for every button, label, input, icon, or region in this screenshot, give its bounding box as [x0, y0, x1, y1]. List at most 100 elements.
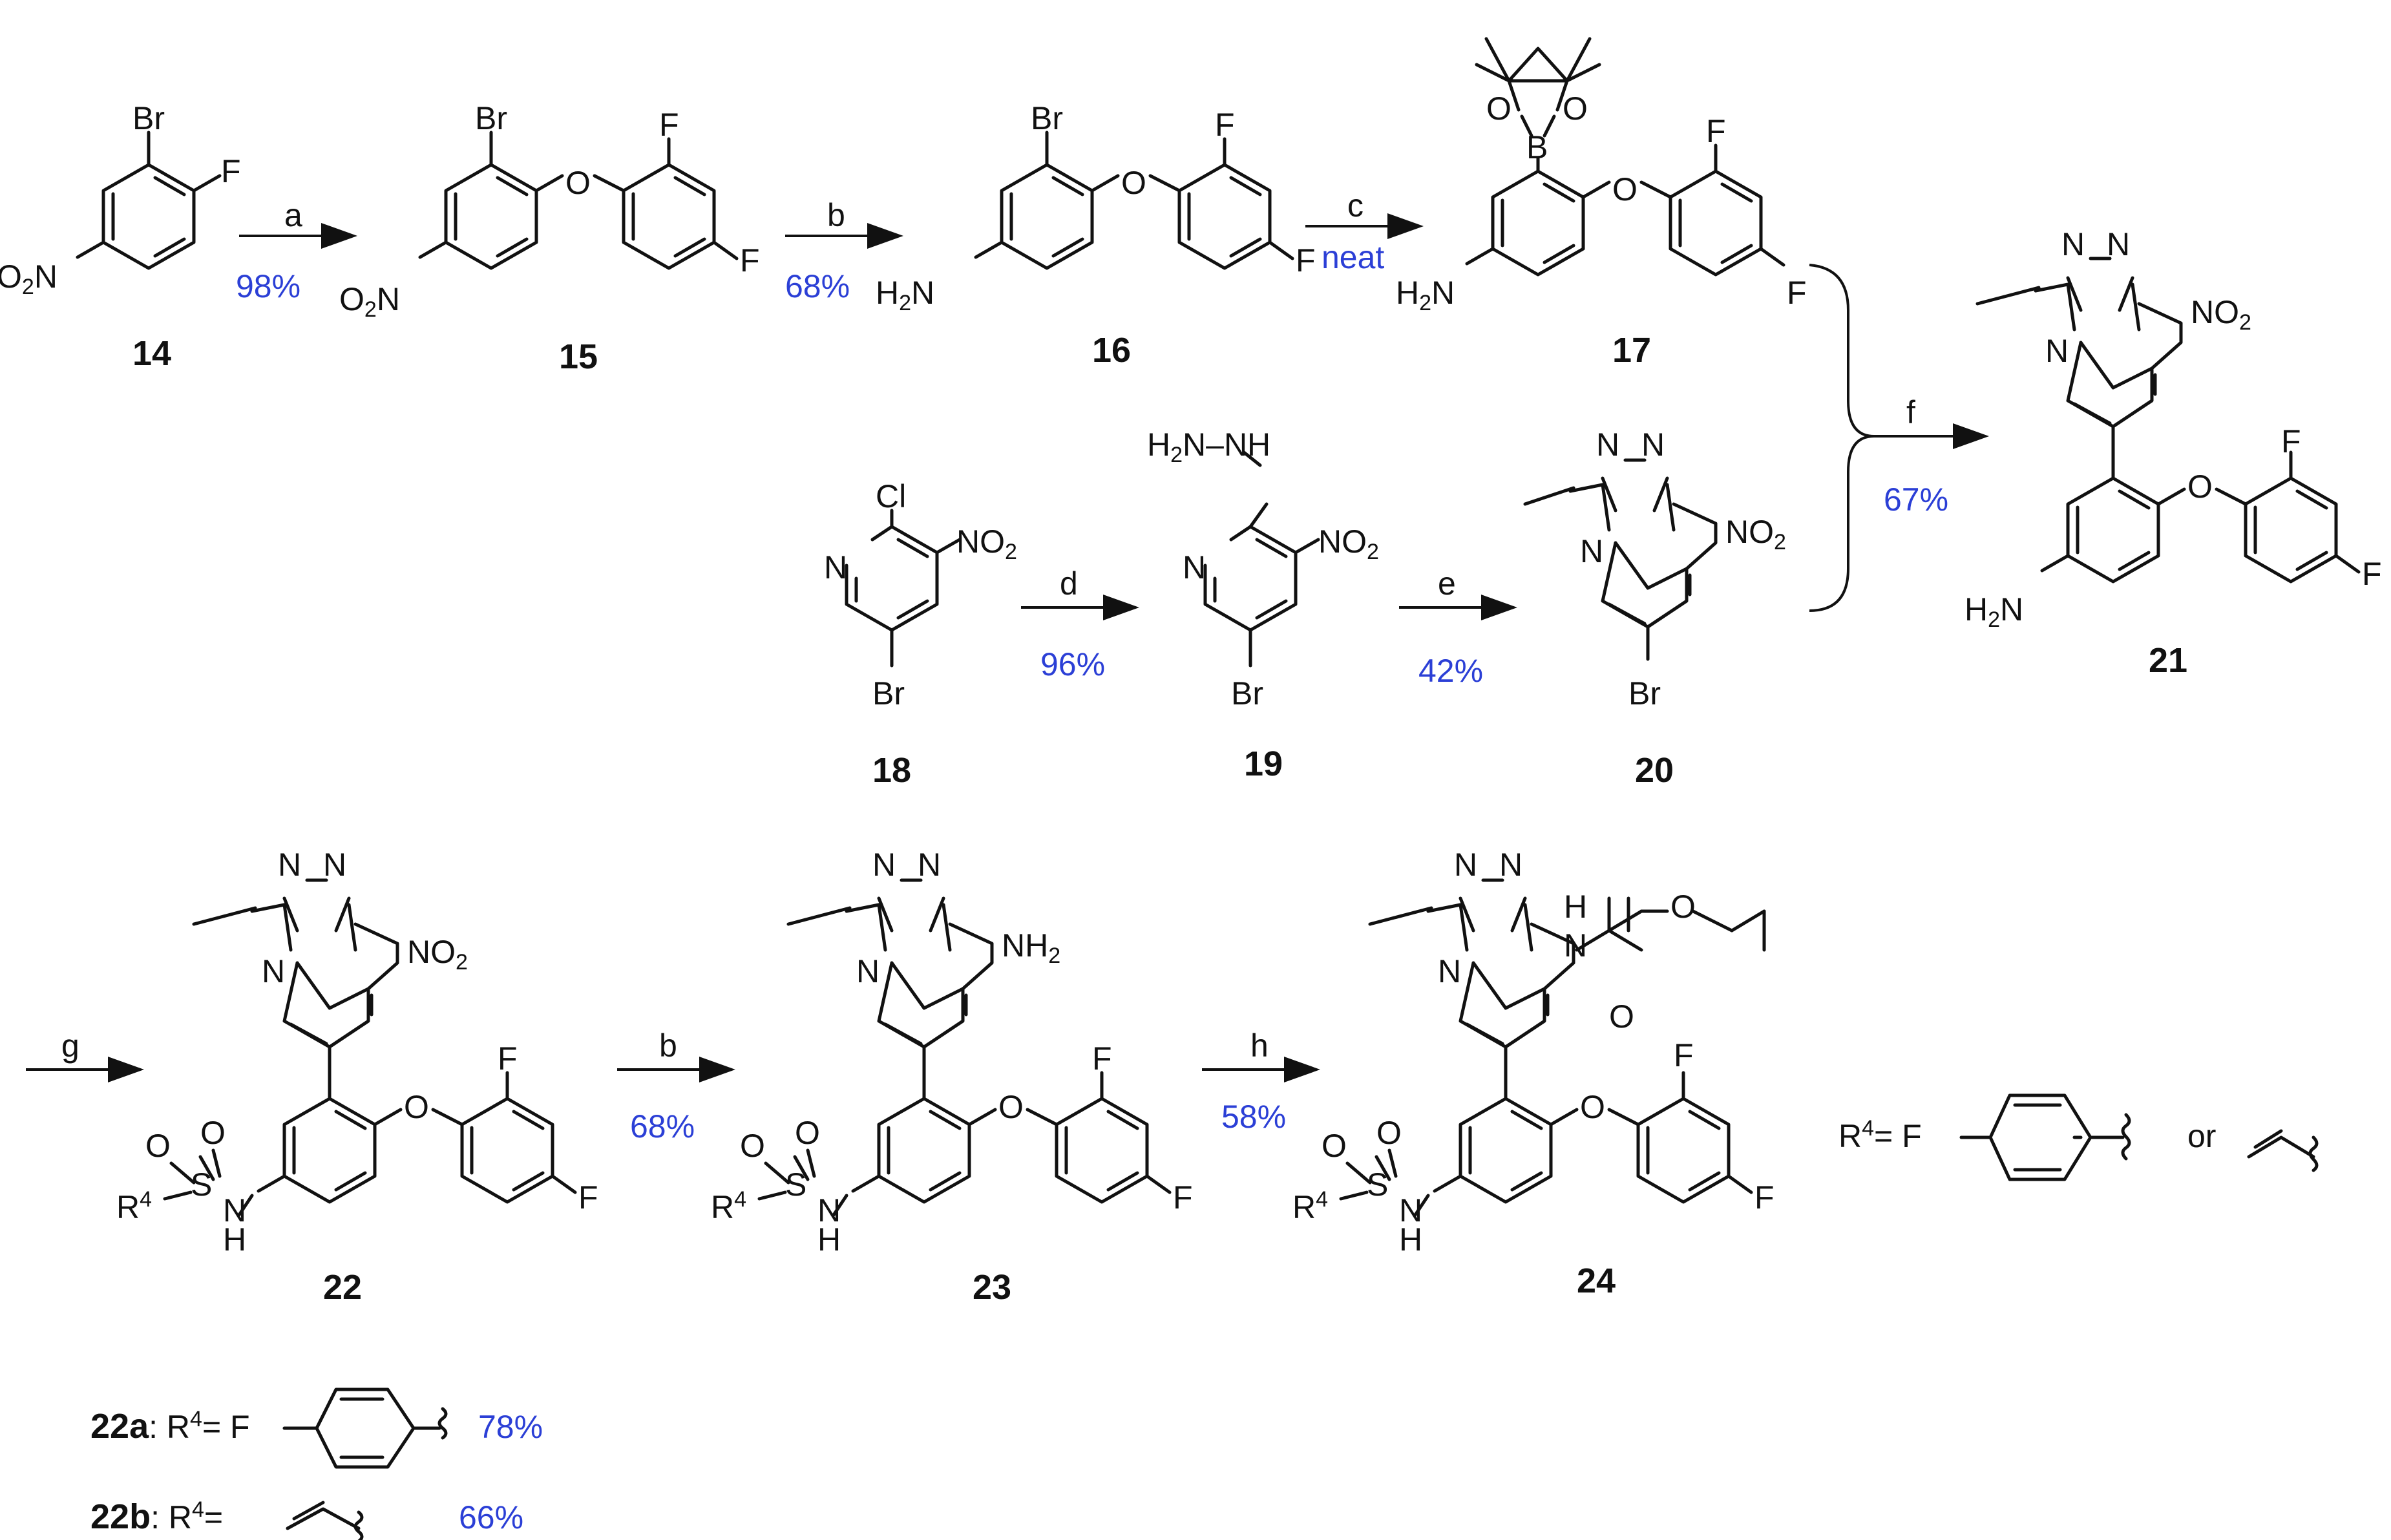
triazole-nitrogen: N [872, 847, 896, 883]
step-g-reagent: g [61, 1028, 79, 1064]
step-c-reagent: c [1347, 187, 1364, 224]
r4-substituent: R4 [1292, 1187, 1328, 1225]
triazole-nitrogen: N [918, 847, 941, 883]
ether-oxygen: O [2187, 469, 2213, 505]
compound-16: Br O F F H2N 16 [876, 100, 1316, 370]
fluoro-atom: F [1296, 242, 1316, 279]
amino-group: H2N [876, 275, 934, 315]
boronate-oxygen: O [1563, 90, 1588, 127]
fluoro-atom: F [659, 107, 679, 143]
nitro-group: O2N [339, 281, 400, 322]
step-e-arrow: e 42% [1399, 565, 1517, 689]
sulfonyl-oxygen: O [1376, 1115, 1402, 1151]
chloro-atom: Cl [876, 478, 906, 514]
step-a-arrow: a 98% [236, 197, 357, 304]
triazole-nitrogen: N [1499, 847, 1522, 883]
compound-label-21: 21 [2149, 641, 2187, 680]
variant-22b: 22b: R4= 66% [90, 1497, 523, 1540]
compound-label-15: 15 [559, 337, 598, 376]
amino-group: H2N [1396, 275, 1455, 315]
compound-label-16: 16 [1092, 331, 1131, 370]
pyridine-nitrogen: N [1183, 549, 1206, 585]
boronate-oxygen: O [1486, 90, 1511, 127]
r4-substituent: R4 [711, 1187, 746, 1225]
boron-atom: B [1526, 129, 1548, 165]
fluoro-atom: F [1092, 1040, 1112, 1077]
step-c-condition: neat [1322, 239, 1384, 275]
compound-label-22: 22 [323, 1268, 362, 1307]
variant-22b-text: 22b: R4= [90, 1497, 223, 1536]
triazole-nitrogen: N [2061, 226, 2085, 262]
triazole-nitrogen: N [1454, 847, 1477, 883]
step-e-reagent: e [1438, 565, 1456, 602]
step-d-arrow: d 96% [1021, 565, 1139, 682]
fluoro-atom: F [1754, 1179, 1775, 1216]
variant-22a-text: 22a: R4= F [90, 1407, 250, 1446]
benzene-ring [76, 131, 222, 270]
step-b-arrow: b 68% [785, 197, 903, 304]
step-f-reagent: f [1906, 394, 1915, 430]
step-h-reagent: h [1250, 1028, 1269, 1064]
bromo-atom: Br [132, 100, 165, 136]
variant-22b-yield: 66% [459, 1499, 523, 1535]
variant-22a-yield: 78% [478, 1409, 543, 1445]
ether-oxygen: O [1580, 1089, 1605, 1125]
fluoro-atom: F [221, 153, 241, 189]
fluoro-atom: F [1674, 1037, 1694, 1073]
step-d-yield: 96% [1040, 646, 1105, 682]
convergent-brace [1809, 264, 1875, 612]
step-b-reagent: b [827, 197, 845, 233]
r4-definition-label: R4= F [1838, 1116, 1922, 1154]
fluoro-atom: F [1173, 1179, 1193, 1216]
sulfonamide-hydrogen: H [1399, 1221, 1422, 1258]
fluoro-atom: F [578, 1179, 598, 1216]
nitro-group: NO2 [407, 934, 468, 975]
fluoro-atom: F [498, 1040, 518, 1077]
compound-label-14: 14 [132, 334, 171, 373]
fluoro-atom: F [740, 242, 760, 279]
step-e-yield: 42% [1418, 653, 1483, 689]
step-a-yield: 98% [236, 268, 300, 304]
bromo-atom: Br [872, 675, 905, 712]
amino-group: H2N [1964, 591, 2023, 632]
r4-definition: R4= F or [1838, 1093, 2319, 1181]
carbamate-nitrogen: N [1564, 927, 1587, 964]
step-f-arrow: f 67% [1874, 394, 1989, 518]
compound-23: N N N NH2 O F F O O S N H R4 23 [711, 847, 1193, 1307]
triazole-nitrogen: N [2107, 226, 2130, 262]
sulfur-atom: S [785, 1166, 806, 1203]
step-b2-arrow: b 68% [617, 1028, 735, 1144]
fluoro-atom: F [1215, 107, 1235, 143]
sulfonyl-oxygen: O [1322, 1128, 1347, 1164]
compound-label-20: 20 [1635, 751, 1674, 790]
step-b-yield: 68% [785, 268, 850, 304]
sulfonyl-oxygen: O [145, 1128, 171, 1164]
sulfur-atom: S [1367, 1166, 1388, 1203]
ether-oxygen: O [404, 1089, 429, 1125]
sulfonyl-oxygen: O [740, 1128, 765, 1164]
nitro-group: NO2 [2191, 294, 2251, 335]
bromo-atom: Br [475, 100, 507, 136]
step-d-reagent: d [1060, 565, 1078, 602]
carbonyl-oxygen: O [1609, 998, 1634, 1035]
bridge-nitrogen: N [2045, 333, 2069, 369]
compound-17: O O B O F F H2N 17 [1396, 37, 1807, 370]
compound-18: Cl N NO2 Br 18 [824, 478, 1017, 790]
step-h-yield: 58% [1221, 1099, 1286, 1135]
ether-oxygen: O [998, 1089, 1024, 1125]
sulfonamide-nitrogen: N [1399, 1192, 1422, 1229]
compound-label-24: 24 [1577, 1261, 1616, 1300]
compound-label-23: 23 [973, 1268, 1011, 1307]
compound-19: H2N–NH N NO2 Br 19 [1147, 427, 1379, 783]
sulfonyl-oxygen: O [200, 1115, 226, 1151]
triazole-nitrogen: N [1641, 427, 1665, 463]
compound-label-19: 19 [1244, 744, 1283, 783]
bridge-nitrogen: N [262, 953, 285, 989]
compound-21: N N N NO2 O F F H2N 21 [1964, 226, 2382, 680]
bromo-atom: Br [1628, 675, 1661, 712]
fluoro-atom: F [1706, 113, 1726, 149]
sulfonamide-nitrogen: N [223, 1192, 246, 1229]
compound-15: Br O F F O2N 15 [339, 100, 760, 376]
or-conjunction: or [2187, 1118, 2216, 1154]
bromo-atom: Br [1231, 675, 1263, 712]
